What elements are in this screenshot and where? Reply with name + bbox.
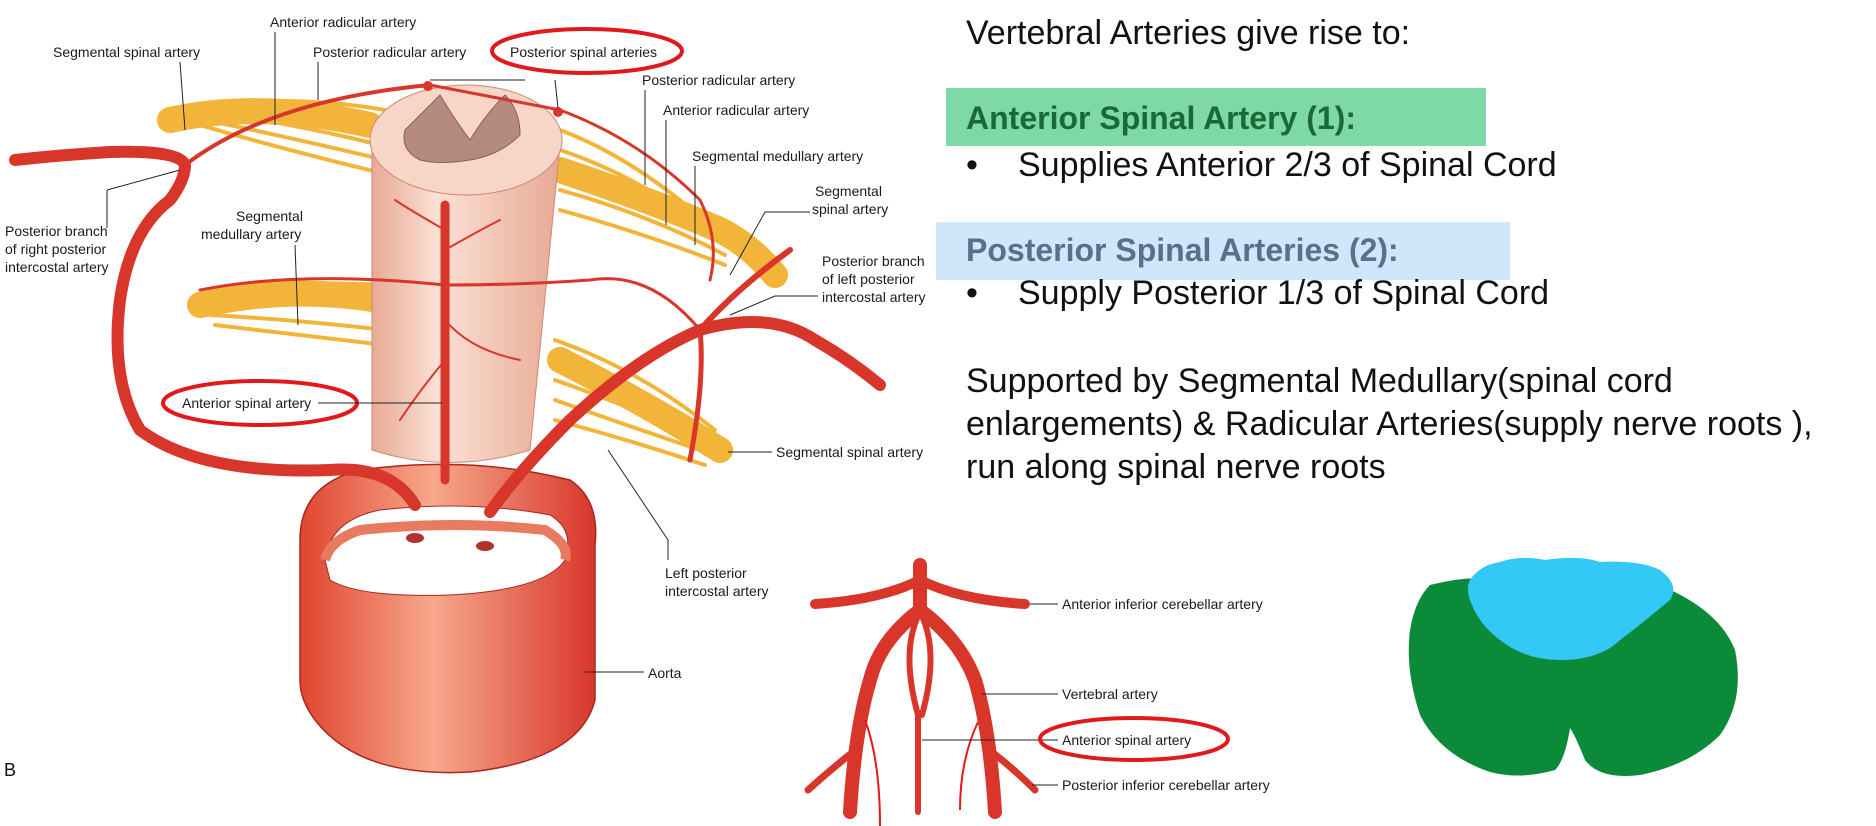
- arteries: [9, 81, 886, 518]
- label-left-posterior-intercostal-1: Left posterior: [665, 565, 747, 581]
- posterior-highlight: [936, 222, 1510, 280]
- nerve-roots-right-upper: [547, 128, 788, 288]
- highlight-ring-anterior-spinal-lower: [1038, 716, 1230, 762]
- label-vertebral-artery: Vertebral artery: [1062, 686, 1158, 702]
- spinal-cord-territory: [1408, 557, 1738, 776]
- label-segmental-spinal-right-1: Segmental: [815, 183, 882, 199]
- aorta: [299, 463, 597, 774]
- label-posterior-branch-right-1: Posterior branch: [5, 223, 108, 239]
- label-posterior-branch-right-3: intercostal artery: [5, 259, 108, 275]
- label-anterior-spinal-lower: Anterior spinal artery: [1062, 732, 1191, 748]
- label-anterior-inferior-cerebellar: Anterior inferior cerebellar artery: [1062, 596, 1263, 612]
- vertebral-diagram: Anterior inferior cerebellar artery Vert…: [804, 558, 1270, 826]
- nerve-roots-left-upper: [157, 98, 392, 177]
- label-segmental-spinal-right-2: spinal artery: [812, 201, 888, 217]
- label-posterior-branch-left-2: of left posterior: [822, 271, 915, 287]
- label-posterior-branch-right-2: of right posterior: [5, 241, 106, 257]
- nerve-roots-left-middle: [187, 280, 393, 347]
- highlight-ring-posterior-spinal: [490, 27, 684, 75]
- label-segmental-medullary-artery-right: Segmental medullary artery: [692, 148, 863, 164]
- label-anterior-spinal-artery: Anterior spinal artery: [182, 395, 311, 411]
- support-paragraph: Supported by Segmental Medullary(spinal …: [966, 362, 1813, 486]
- label-segmental-spinal-artery-bottom: Segmental spinal artery: [776, 444, 923, 460]
- panel-label: B: [4, 760, 17, 780]
- label-anterior-radicular-artery-top: Anterior radicular artery: [270, 14, 416, 30]
- anterior-bullet-text: Supplies Anterior 2/3 of Spinal Cord: [1018, 146, 1557, 184]
- label-segmental-medullary-left-2: medullary artery: [201, 226, 301, 242]
- label-posterior-branch-left-3: intercostal artery: [822, 289, 925, 305]
- label-posterior-branch-left-1: Posterior branch: [822, 253, 925, 269]
- label-left-posterior-intercostal-2: intercostal artery: [665, 583, 768, 599]
- label-posterior-spinal-arteries: Posterior spinal arteries: [510, 44, 657, 60]
- label-posterior-inferior-cerebellar: Posterior inferior cerebellar artery: [1062, 777, 1270, 793]
- slide-heading: Vertebral Arteries give rise to:: [966, 14, 1411, 52]
- bullet-anterior: •: [966, 146, 978, 184]
- label-segmental-spinal-artery-top: Segmental spinal artery: [53, 44, 200, 60]
- anterior-highlight: [946, 88, 1486, 146]
- bullet-posterior: •: [966, 274, 978, 312]
- label-aorta: Aorta: [648, 665, 682, 681]
- left-diagram-labels: Segmental spinal artery Anterior radicul…: [5, 14, 925, 681]
- label-segmental-medullary-left-1: Segmental: [236, 208, 303, 224]
- posterior-title: Posterior Spinal Arteries (2):: [966, 232, 1399, 268]
- label-posterior-radicular-artery-right: Posterior radicular artery: [642, 72, 795, 88]
- label-anterior-radicular-artery-right: Anterior radicular artery: [663, 102, 809, 118]
- spinal-cord: [369, 84, 563, 463]
- posterior-bullet-text: Supply Posterior 1/3 of Spinal Cord: [1018, 274, 1550, 312]
- label-posterior-radicular-artery-top: Posterior radicular artery: [313, 44, 466, 60]
- anterior-title: Anterior Spinal Artery (1):: [966, 100, 1356, 136]
